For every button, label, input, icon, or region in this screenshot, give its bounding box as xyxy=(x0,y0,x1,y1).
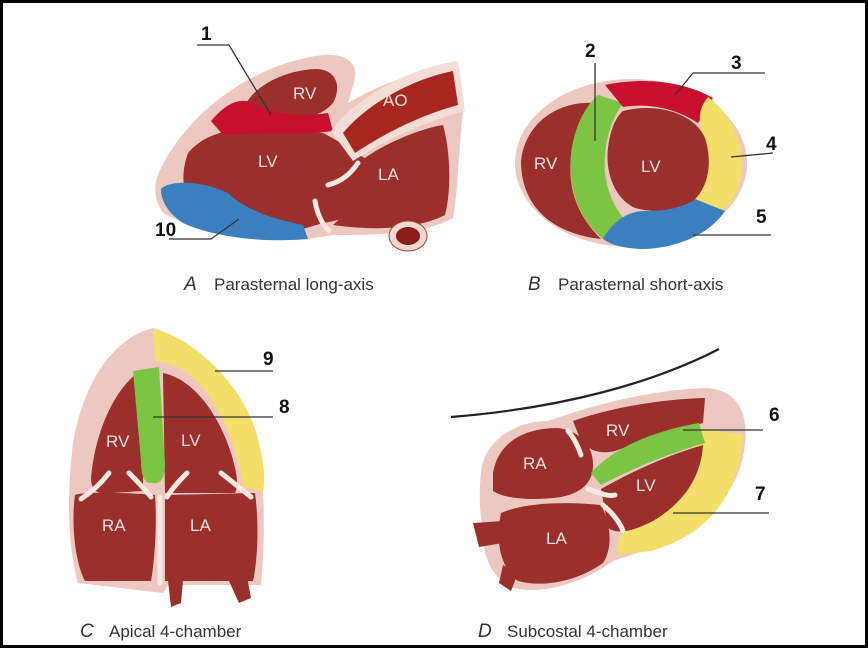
panel-b: RV LV 2 3 4 5 B Parasternal short-axis xyxy=(515,41,777,295)
panel-d-left-ventricle xyxy=(601,445,703,532)
panel-c: RV LV RA LA 9 8 C Apical 4-chamber xyxy=(68,328,290,642)
panel-d-label-la: LA xyxy=(546,529,567,548)
segment-8-region xyxy=(133,367,165,483)
panel-c-right-atrium xyxy=(73,492,156,581)
panel-b-letter: B xyxy=(528,274,541,295)
panel-c-tricuspid-valve xyxy=(78,470,112,502)
panel-c-caption: Apical 4-chamber xyxy=(109,622,242,641)
panel-c-pulmonary-vein-right xyxy=(229,577,251,603)
panel-d-vein-upper xyxy=(473,521,503,547)
panel-c-label-la: LA xyxy=(190,516,211,535)
panel-a-mitral-valve xyxy=(325,160,361,188)
panel-d-right-atrium xyxy=(493,428,593,499)
panel-c-right-ventricle xyxy=(91,375,143,494)
segment-1-region xyxy=(211,100,333,135)
panel-d-label-rv: RV xyxy=(606,421,630,440)
panel-c-label-lv: LV xyxy=(181,431,201,450)
panel-a-label-rv: RV xyxy=(293,84,317,103)
panel-a-right-ventricle xyxy=(245,69,338,121)
segment-number-7: 7 xyxy=(755,484,766,505)
panel-c-label-ra: RA xyxy=(102,516,126,535)
segment-10-region xyxy=(161,182,308,241)
panel-d-mitral-valve xyxy=(600,502,626,534)
panel-d: RA RV LV LA 6 7 D Subcostal 4-chamber xyxy=(450,348,780,642)
panel-d-vein-lower xyxy=(499,565,518,591)
segment-number-9: 9 xyxy=(263,349,274,370)
leader-line-4 xyxy=(730,152,774,158)
panel-c-mitral-valve-septal xyxy=(164,470,190,500)
panel-d-left-atrium xyxy=(498,503,610,584)
panel-a-aorta xyxy=(343,71,458,153)
panel-d-label-ra: RA xyxy=(523,454,547,473)
segment-number-4: 4 xyxy=(766,134,777,155)
panel-d-right-ventricle xyxy=(573,398,705,453)
segment-number-10: 10 xyxy=(155,220,176,241)
segment-3-region xyxy=(605,81,713,123)
segment-number-8: 8 xyxy=(279,397,290,418)
panel-d-label-lv: LV xyxy=(636,476,656,495)
panel-a-letter: A xyxy=(183,274,197,295)
panel-b-left-ventricle xyxy=(607,108,709,211)
segment-number-2: 2 xyxy=(585,41,596,62)
panel-a-label-ao: AO xyxy=(383,91,408,110)
panel-d-tricuspid-valve xyxy=(565,428,584,458)
panel-d-caption: Subcostal 4-chamber xyxy=(507,622,668,641)
panel-b-right-ventricle xyxy=(521,102,601,239)
panel-c-label-rv: RV xyxy=(106,432,130,451)
leader-line-10 xyxy=(169,218,240,240)
panel-c-pulmonary-vein-left xyxy=(168,581,183,607)
leader-line-1 xyxy=(197,44,272,116)
segment-number-5: 5 xyxy=(756,207,767,228)
panel-a-descending-aorta-lumen xyxy=(396,227,420,245)
segment-number-1: 1 xyxy=(201,24,212,45)
leader-line-3 xyxy=(674,72,765,96)
segment-5-region xyxy=(603,199,725,249)
panel-a-label-la: LA xyxy=(378,165,399,184)
panel-a: RV AO LV LA 1 10 A Parasternal long-axis xyxy=(155,24,465,295)
heart-views-diagram: RV AO LV LA 1 10 A Parasternal long-axis… xyxy=(68,24,780,642)
panel-a-label-lv: LV xyxy=(258,152,278,171)
segment-number-3: 3 xyxy=(731,53,742,74)
panel-d-letter: D xyxy=(478,621,492,642)
panel-c-left-atrium xyxy=(165,493,258,581)
segment-number-6: 6 xyxy=(769,405,780,426)
segment-2-region xyxy=(570,95,643,239)
panel-a-caption: Parasternal long-axis xyxy=(214,275,374,294)
panel-c-mitral-valve-lateral xyxy=(218,470,254,500)
panel-c-letter: C xyxy=(80,621,94,642)
panel-b-label-rv: RV xyxy=(534,154,558,173)
panel-a-left-atrium xyxy=(333,125,450,229)
panel-a-mitral-valve-posterior xyxy=(312,198,332,234)
panel-b-label-lv: LV xyxy=(641,157,661,176)
segment-6-region xyxy=(591,423,705,485)
segment-4-region xyxy=(693,97,743,213)
panel-c-tricuspid-valve-septal xyxy=(126,470,154,500)
segment-9-region xyxy=(153,328,265,491)
panel-b-caption: Parasternal short-axis xyxy=(558,275,723,294)
panel-d-liver-edge xyxy=(450,348,720,419)
panel-d-septal-valve xyxy=(585,486,618,498)
panel-c-left-ventricle xyxy=(163,373,238,493)
